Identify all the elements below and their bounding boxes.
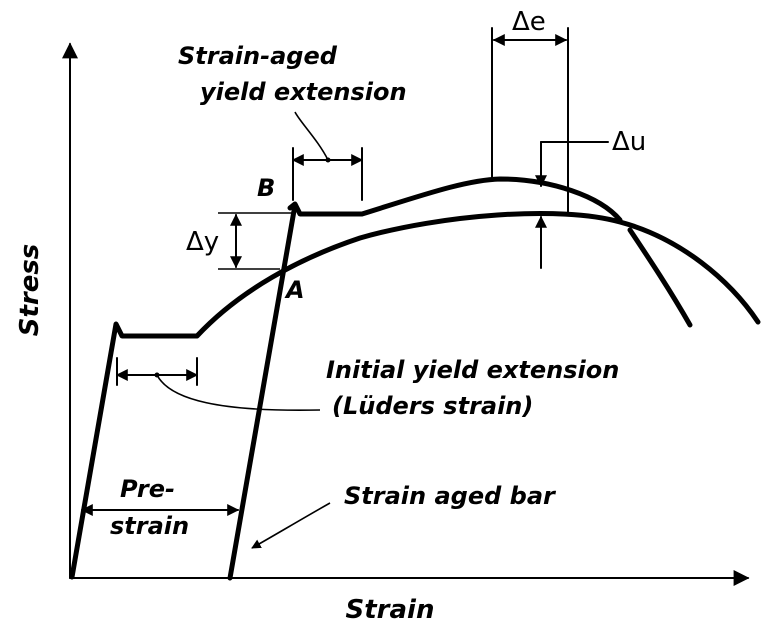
label-strain-aged-line1: Strain-aged bbox=[178, 42, 338, 70]
strain-aged-curve bbox=[287, 176, 623, 223]
label-strain-aged-bar: Strain aged bar bbox=[344, 482, 557, 510]
y-axis-title: Stress bbox=[15, 244, 45, 337]
label-point-a: A bbox=[284, 276, 305, 304]
initial-yield-leader bbox=[156, 374, 321, 412]
strain-aged-bar-leader bbox=[251, 502, 331, 549]
label-initial-line2: (Lüders strain) bbox=[332, 392, 533, 420]
unloading-line bbox=[227, 202, 298, 581]
label-prestrain-line1: Pre- bbox=[120, 475, 175, 503]
label-prestrain-line2: strain bbox=[110, 512, 189, 540]
label-delta-y: Δy bbox=[186, 227, 219, 257]
strain-aged-dropoff bbox=[627, 227, 693, 328]
x-axis-title: Strain bbox=[346, 595, 435, 625]
original-curve bbox=[69, 210, 761, 580]
label-delta-u: Δu bbox=[612, 127, 646, 157]
label-initial-line1: Initial yield extension bbox=[326, 356, 619, 384]
label-point-b: B bbox=[257, 174, 275, 202]
label-strain-aged-line2: yield extension bbox=[200, 78, 407, 106]
label-delta-e: Δe bbox=[512, 7, 546, 37]
strain-aged-leader bbox=[294, 111, 329, 161]
